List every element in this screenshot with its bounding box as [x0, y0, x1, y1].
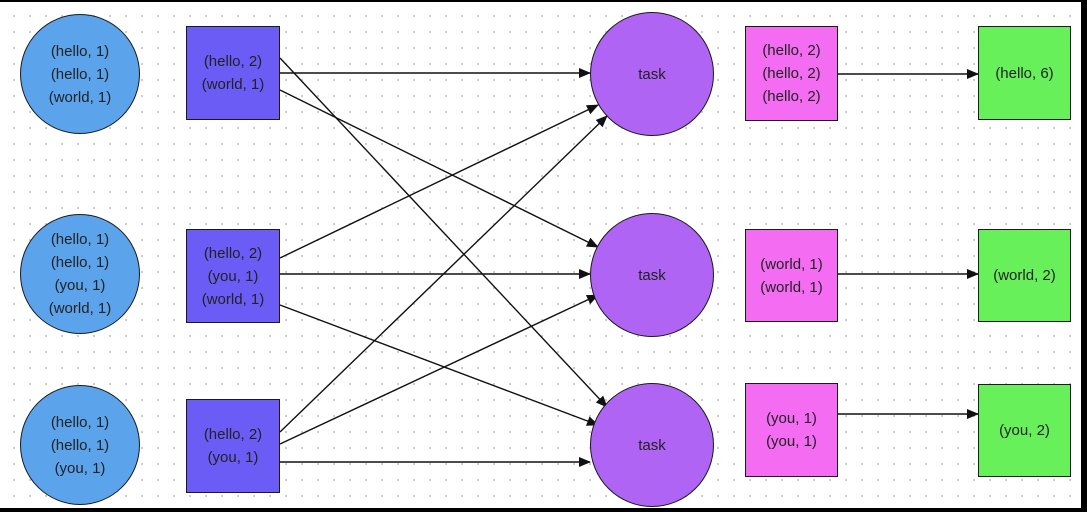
result-box: (you, 2)	[978, 384, 1071, 477]
combiner-line: (world, 1)	[201, 76, 265, 93]
grouped-line: (you, 1)	[766, 433, 817, 450]
combiner-line: (world, 1)	[201, 290, 265, 308]
grouped-line: (hello, 2)	[762, 42, 821, 59]
input-line: (hello, 1)	[50, 413, 110, 431]
combiner-box: (hello, 2) (world, 1)	[186, 26, 280, 120]
combiner-line: (you, 1)	[207, 449, 259, 466]
grouped-box: (world, 1) (world, 1)	[745, 229, 838, 322]
result-line: (you, 2)	[999, 422, 1050, 439]
result-line: (hello, 6)	[995, 64, 1054, 82]
edge-combiner2-task1	[279, 104, 599, 259]
grouped-line: (hello, 2)	[762, 65, 821, 82]
grouped-box: (you, 1) (you, 1)	[745, 383, 838, 477]
reduce-task-circle: task	[590, 12, 714, 136]
task-label: task	[638, 65, 666, 83]
result-box: (hello, 6)	[978, 26, 1071, 120]
grouped-line: (you, 1)	[766, 410, 817, 427]
input-line: (world, 1)	[48, 88, 112, 106]
combiner-line: (hello, 2)	[203, 53, 263, 70]
reduce-task-circle: task	[590, 213, 714, 337]
input-split-circle: (hello, 1) (hello, 1) (you, 1)	[20, 385, 140, 505]
input-split-circle: (hello, 1) (hello, 1) (you, 1) (world, 1…	[20, 214, 140, 334]
combiner-line: (you, 1)	[207, 267, 259, 285]
window-edge	[1081, 0, 1087, 510]
input-line: (hello, 1)	[50, 65, 110, 83]
grouped-box: (hello, 2) (hello, 2) (hello, 2)	[745, 26, 838, 121]
result-box: (world, 2)	[978, 229, 1071, 322]
edge-combiner3-task2	[279, 294, 599, 445]
input-line: (hello, 1)	[50, 231, 110, 248]
edge-combiner1-task2	[279, 89, 599, 248]
input-line: (world, 1)	[48, 300, 112, 317]
edge-combiner3-task1	[279, 115, 608, 433]
combiner-line: (hello, 2)	[203, 244, 263, 262]
grouped-line: (world, 1)	[760, 278, 823, 296]
task-label: task	[638, 436, 666, 454]
combiner-box: (hello, 2) (you, 1) (world, 1)	[186, 229, 280, 323]
input-line: (hello, 1)	[50, 42, 110, 60]
combiner-line: (hello, 2)	[203, 426, 263, 443]
input-split-circle: (hello, 1) (hello, 1) (world, 1)	[20, 14, 140, 134]
combiner-box: (hello, 2) (you, 1)	[186, 399, 280, 493]
result-line: (world, 2)	[993, 267, 1056, 284]
reduce-task-circle: task	[590, 383, 714, 507]
input-line: (you, 1)	[54, 277, 106, 294]
input-line: (hello, 1)	[50, 254, 110, 271]
input-line: (hello, 1)	[50, 436, 110, 454]
edge-combiner2-task3	[279, 304, 599, 426]
task-label: task	[638, 266, 666, 284]
grouped-line: (world, 1)	[760, 255, 823, 273]
edge-combiner1-task3	[279, 57, 608, 408]
grouped-line: (hello, 2)	[762, 88, 821, 105]
input-line: (you, 1)	[54, 459, 106, 477]
